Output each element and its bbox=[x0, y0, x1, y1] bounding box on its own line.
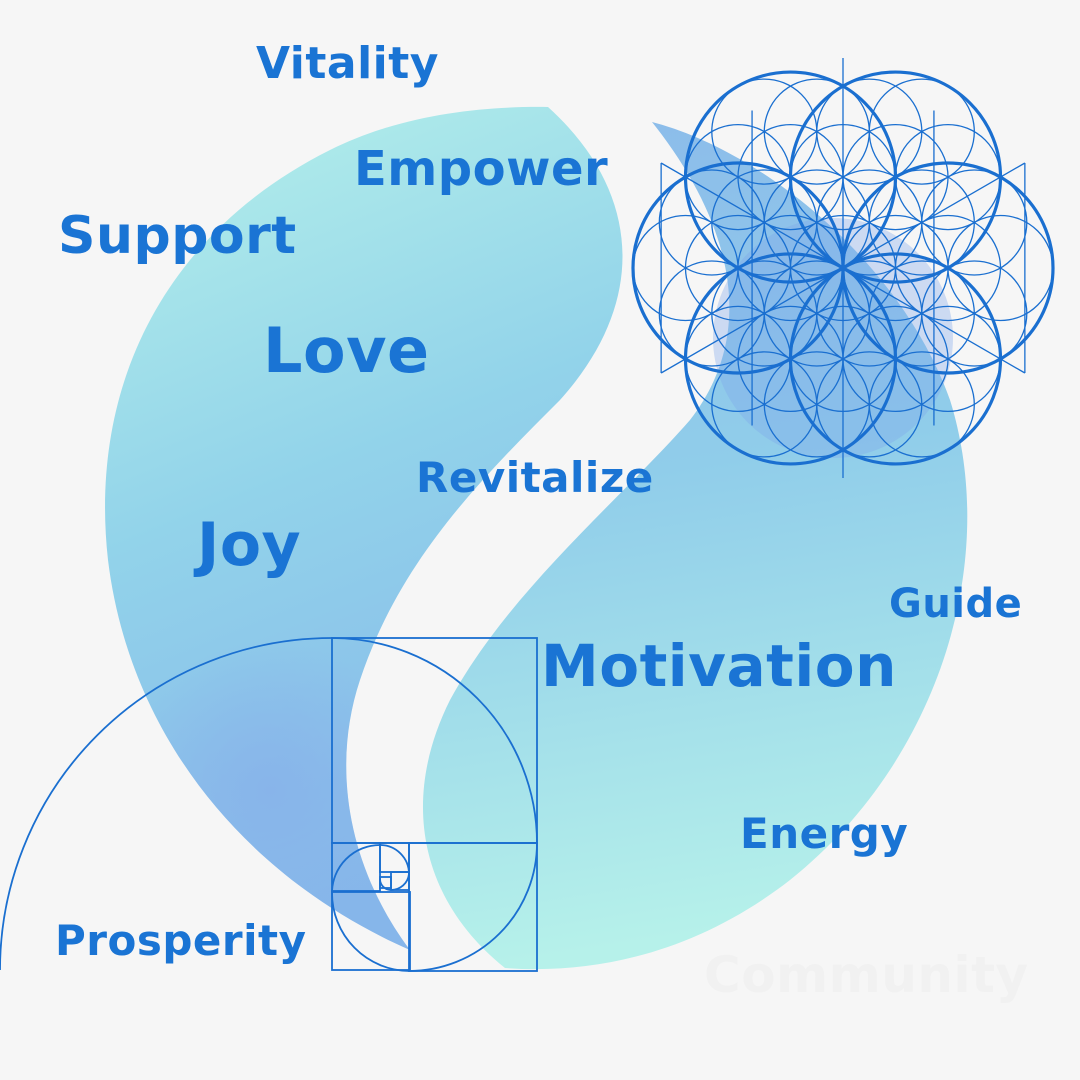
swirl-right-shape bbox=[422, 122, 968, 970]
word-energy: Energy bbox=[740, 809, 909, 858]
word-support: Support bbox=[58, 206, 297, 266]
word-joy: Joy bbox=[197, 510, 302, 580]
swirl-left-glow bbox=[105, 106, 623, 951]
flower-of-life-icon bbox=[631, 58, 1055, 478]
word-guide: Guide bbox=[889, 581, 1023, 627]
word-love: Love bbox=[263, 314, 430, 387]
golden-spiral-icon bbox=[0, 637, 538, 972]
word-motivation: Motivation bbox=[541, 632, 897, 700]
word-vitality: Vitality bbox=[256, 38, 439, 89]
word-community-watermark: Community bbox=[704, 946, 1029, 1004]
word-empower: Empower bbox=[354, 141, 609, 197]
word-revitalize: Revitalize bbox=[416, 453, 654, 502]
word-prosperity: Prosperity bbox=[55, 916, 307, 965]
